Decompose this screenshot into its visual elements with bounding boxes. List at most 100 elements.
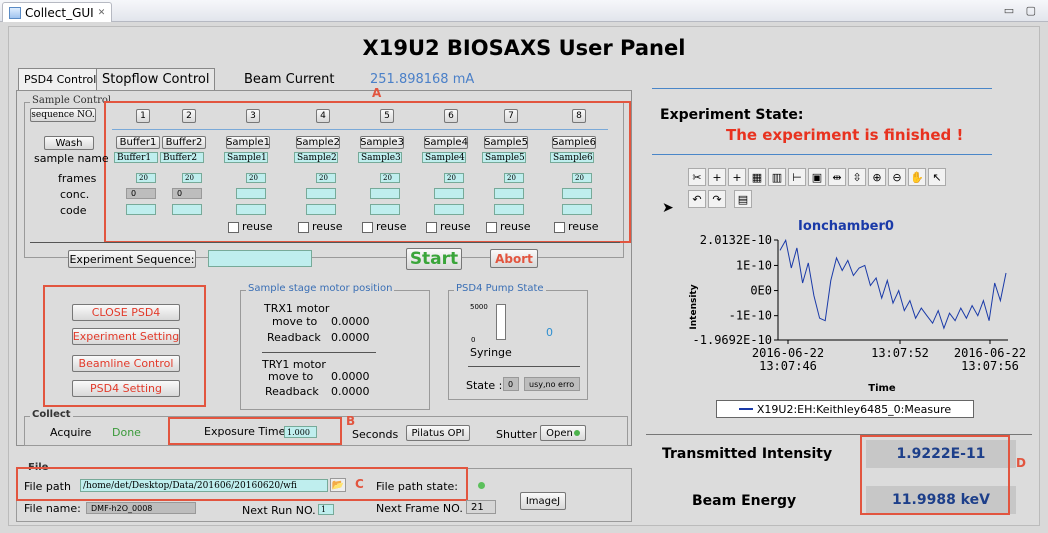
sample-name-input-1[interactable]: Buffer1 bbox=[114, 152, 158, 163]
sequence-number-6[interactable]: 6 bbox=[444, 109, 458, 123]
sample-select-button-3[interactable]: Sample1 bbox=[226, 136, 270, 149]
sample-name-input-6[interactable]: Sample4 bbox=[422, 152, 466, 163]
pilatus-opi-button[interactable]: Pilatus OPI bbox=[406, 425, 470, 441]
imagej-button[interactable]: ImageJ bbox=[520, 492, 566, 510]
experiment-sequence-input[interactable] bbox=[208, 250, 312, 267]
code-input-5[interactable] bbox=[370, 204, 400, 215]
zoom-rect-icon[interactable]: ▣ bbox=[808, 168, 826, 186]
sample-select-button-7[interactable]: Sample5 bbox=[484, 136, 528, 149]
frames-input-7[interactable]: 20 bbox=[504, 173, 524, 183]
wash-button[interactable]: Wash bbox=[44, 136, 94, 150]
code-input-3[interactable] bbox=[236, 204, 266, 215]
conc-input-5[interactable] bbox=[370, 188, 400, 199]
seconds-label: Seconds bbox=[352, 428, 399, 441]
collect-group bbox=[24, 416, 628, 446]
conc-input-6[interactable] bbox=[434, 188, 464, 199]
sample-name-input-7[interactable]: Sample5 bbox=[482, 152, 526, 163]
reuse-checkbox-8[interactable]: reuse bbox=[554, 220, 599, 233]
reuse-checkbox-6[interactable]: reuse bbox=[426, 220, 471, 233]
reuse-checkbox-7[interactable]: reuse bbox=[486, 220, 531, 233]
sample-control-label: Sample Control bbox=[30, 95, 114, 106]
window-controls[interactable]: ▭ ▢ bbox=[1003, 4, 1040, 17]
frames-input-5[interactable]: 20 bbox=[380, 173, 400, 183]
sample-select-button-4[interactable]: Sample2 bbox=[296, 136, 340, 149]
configure-icon[interactable]: ✂ bbox=[688, 168, 706, 186]
sequence-number-5[interactable]: 5 bbox=[380, 109, 394, 123]
reuse-checkbox-4[interactable]: reuse bbox=[298, 220, 343, 233]
sample-name-input-3[interactable]: Sample1 bbox=[224, 152, 268, 163]
zoom-out-icon[interactable]: ⊖ bbox=[888, 168, 906, 186]
code-input-7[interactable] bbox=[494, 204, 524, 215]
psd4-setting-button[interactable]: PSD4 Setting bbox=[72, 380, 180, 397]
code-input-6[interactable] bbox=[434, 204, 464, 215]
conc-input-7[interactable] bbox=[494, 188, 524, 199]
remove-axis-icon[interactable]: + bbox=[728, 168, 746, 186]
tab-psd4-control[interactable]: PSD4 Control bbox=[18, 68, 103, 90]
reuse-label: reuse bbox=[376, 220, 407, 233]
pointer-icon[interactable]: ↖ bbox=[928, 168, 946, 186]
sequence-number-4[interactable]: 4 bbox=[316, 109, 330, 123]
sample-select-button-5[interactable]: Sample3 bbox=[360, 136, 404, 149]
conc-input-4[interactable] bbox=[306, 188, 336, 199]
abort-button[interactable]: Abort bbox=[490, 249, 538, 268]
reuse-label: reuse bbox=[440, 220, 471, 233]
start-button[interactable]: Start bbox=[406, 248, 462, 270]
sample-name-input-2[interactable]: Buffer2 bbox=[160, 152, 204, 163]
experiment-sequence-button[interactable]: Experiment Sequence: bbox=[68, 250, 196, 268]
code-input-4[interactable] bbox=[306, 204, 336, 215]
sample-name-input-4[interactable]: Sample2 bbox=[294, 152, 338, 163]
folder-icon[interactable]: 📂 bbox=[330, 478, 346, 492]
snapshot-icon[interactable]: ▤ bbox=[734, 190, 752, 208]
reuse-checkbox-3[interactable]: reuse bbox=[228, 220, 273, 233]
undo-icon[interactable]: ↶ bbox=[688, 190, 706, 208]
zoom-in-icon[interactable]: ⊕ bbox=[868, 168, 886, 186]
trace-icon[interactable]: ▦ bbox=[748, 168, 766, 186]
tab-stopflow-control[interactable]: Stopflow Control bbox=[96, 68, 216, 90]
exposure-time-input[interactable]: 1.000 bbox=[284, 426, 317, 438]
motor-divider bbox=[262, 352, 376, 353]
reuse-checkbox-5[interactable]: reuse bbox=[362, 220, 407, 233]
h-zoom-icon[interactable]: ⇹ bbox=[828, 168, 846, 186]
shutter-button[interactable]: Open bbox=[540, 425, 586, 441]
sequence-number-2[interactable]: 2 bbox=[182, 109, 196, 123]
x-tick-label: 2016-06-22 bbox=[954, 346, 1026, 360]
v-zoom-icon[interactable]: ⇳ bbox=[848, 168, 866, 186]
sequence-number-7[interactable]: 7 bbox=[504, 109, 518, 123]
code-input-2[interactable] bbox=[172, 204, 202, 215]
frames-input-2[interactable]: 20 bbox=[182, 173, 202, 183]
code-input-1[interactable] bbox=[126, 204, 156, 215]
redo-icon[interactable]: ↷ bbox=[708, 190, 726, 208]
sequence-number-3[interactable]: 3 bbox=[246, 109, 260, 123]
graph-icon[interactable]: ▥ bbox=[768, 168, 786, 186]
sample-name-input-8[interactable]: Sample6 bbox=[550, 152, 594, 163]
sequence-no-button[interactable]: sequence NO. bbox=[30, 108, 96, 122]
syringe-value: 0 bbox=[546, 326, 553, 339]
ionchamber-chart: Ionchamber0 Intensity 2.0132E-101E-100E0… bbox=[689, 219, 1026, 394]
experiment-setting-button[interactable]: Experiment Setting bbox=[72, 328, 180, 345]
frames-input-1[interactable]: 20 bbox=[136, 173, 156, 183]
frames-input-8[interactable]: 20 bbox=[572, 173, 592, 183]
sequence-number-1[interactable]: 1 bbox=[136, 109, 150, 123]
conc-input-3[interactable] bbox=[236, 188, 266, 199]
frames-input-4[interactable]: 20 bbox=[316, 173, 336, 183]
close-psd4-button[interactable]: CLOSE PSD4 bbox=[72, 304, 180, 321]
add-axis-icon[interactable]: + bbox=[708, 168, 726, 186]
checkbox-icon bbox=[362, 221, 373, 233]
tab-collect-gui[interactable]: Collect_GUI ✕ bbox=[2, 2, 113, 22]
sample-name-input-5[interactable]: Sample3 bbox=[358, 152, 402, 163]
frames-input-6[interactable]: 20 bbox=[444, 173, 464, 183]
pan-icon[interactable]: ✋ bbox=[908, 168, 926, 186]
file-path-input[interactable]: /home/det/Desktop/Data/201606/20160620/w… bbox=[80, 479, 328, 492]
sample-select-button-8[interactable]: Sample6 bbox=[552, 136, 596, 149]
sample-select-button-6[interactable]: Sample4 bbox=[424, 136, 468, 149]
frames-input-3[interactable]: 20 bbox=[246, 173, 266, 183]
conc-input-8[interactable] bbox=[562, 188, 592, 199]
code-input-8[interactable] bbox=[562, 204, 592, 215]
sample-select-button-1[interactable]: Buffer1 bbox=[116, 136, 160, 149]
cursor-icon[interactable]: ⊢ bbox=[788, 168, 806, 186]
close-icon[interactable]: ✕ bbox=[97, 7, 106, 18]
sample-select-button-2[interactable]: Buffer2 bbox=[162, 136, 206, 149]
next-run-input[interactable]: 1 bbox=[318, 504, 334, 515]
beamline-control-button[interactable]: Beamline Control bbox=[72, 355, 180, 372]
sequence-number-8[interactable]: 8 bbox=[572, 109, 586, 123]
